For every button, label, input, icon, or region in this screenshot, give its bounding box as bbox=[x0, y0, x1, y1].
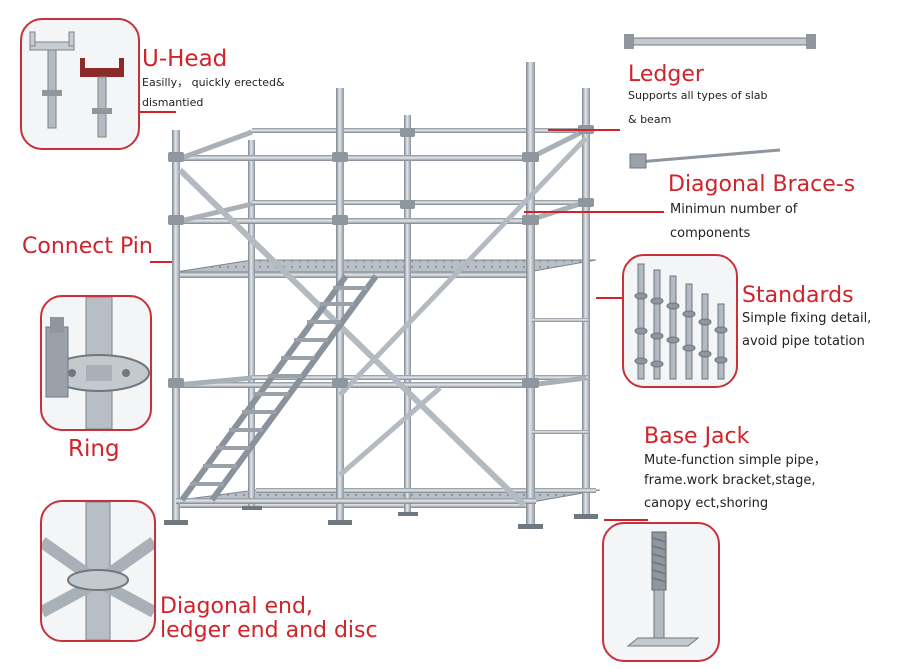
base-plates bbox=[164, 506, 598, 529]
standards-icon bbox=[634, 263, 728, 380]
diagonal-brace-desc-line-2: components bbox=[670, 226, 751, 241]
ring-icon bbox=[45, 297, 150, 429]
stair-treads bbox=[190, 286, 367, 486]
lower-platform-edge bbox=[180, 502, 532, 508]
standard-rear-3 bbox=[582, 88, 590, 518]
side-ledger-right-3 bbox=[529, 375, 587, 388]
disc-node-icon bbox=[42, 502, 154, 640]
standards-desc-line-2: avoid pipe totation bbox=[742, 334, 865, 349]
base-jack-icon bbox=[626, 531, 700, 647]
standards-desc-line-1: Simple fixing detail, bbox=[742, 311, 872, 326]
rear-ledger-2 bbox=[252, 200, 588, 205]
side-ledger-left-2 bbox=[175, 201, 253, 225]
standard-front-1 bbox=[172, 130, 180, 525]
base-jack-desc-line-1: Mute-function simple pipe， bbox=[644, 453, 827, 468]
front-ledger-1 bbox=[172, 155, 534, 161]
diagonal-end-title-line-1: Diagonal end, bbox=[160, 594, 313, 619]
diagonal-brace-upper bbox=[338, 136, 588, 397]
standard-front-3 bbox=[526, 62, 535, 527]
diagonal-end-title-line-2: ledger end and disc bbox=[160, 618, 378, 643]
diagonal-brace-front bbox=[177, 167, 527, 508]
guard-rail-1 bbox=[532, 318, 588, 322]
side-ledger-left-1 bbox=[175, 129, 253, 163]
disc-photo-frame bbox=[40, 500, 156, 642]
rear-ledger-4 bbox=[256, 488, 596, 493]
base-jack-photo-frame bbox=[602, 522, 720, 662]
guard-rail-2 bbox=[532, 430, 588, 434]
standards-title: Standards bbox=[742, 283, 854, 308]
u-head-title: U-Head bbox=[142, 46, 228, 72]
ledger-picture bbox=[624, 34, 816, 49]
leader-lines bbox=[136, 111, 664, 521]
ledger-desc-line-1: Supports all types of slab bbox=[628, 89, 768, 102]
u-head-desc-line-2: dismantied bbox=[142, 96, 204, 109]
standards-photo-frame bbox=[622, 254, 738, 388]
diagonal-brace-lower bbox=[338, 386, 442, 477]
base-jack-desc-line-3: canopy ect,shoring bbox=[644, 496, 769, 511]
ring-photo-frame bbox=[40, 295, 152, 431]
diagonal-brace-title: Diagonal Brace-s bbox=[668, 172, 856, 197]
rear-ledger-3 bbox=[252, 375, 588, 380]
side-ledger-left-3 bbox=[175, 375, 253, 388]
ledger-title: Ledger bbox=[628, 62, 704, 87]
rear-ledger-top bbox=[252, 128, 588, 133]
ledger-desc-line-2: & beam bbox=[628, 113, 672, 126]
side-ledger-right-1 bbox=[528, 127, 588, 161]
stair-stringer-left bbox=[179, 274, 349, 502]
upper-platform-edge bbox=[176, 272, 528, 278]
front-ledger-2 bbox=[172, 218, 534, 224]
base-jack-desc-line-2: frame.work bracket,stage, bbox=[644, 473, 816, 488]
u-head-desc-line-1: Easilly， quickly erected& bbox=[142, 76, 285, 89]
standard-rear-2 bbox=[404, 115, 411, 515]
connect-pin-title: Connect Pin bbox=[22, 234, 153, 259]
diagonal-brace-picture bbox=[629, 148, 781, 169]
front-ledger-4 bbox=[176, 498, 536, 504]
base-jack-title: Base Jack bbox=[644, 424, 750, 449]
stair-stringer-right bbox=[209, 274, 379, 502]
ring-title: Ring bbox=[68, 436, 120, 462]
diagonal-brace-desc-line-1: Minimun number of bbox=[670, 202, 798, 217]
u-head-icon bbox=[29, 31, 124, 138]
u-head-photo-frame bbox=[20, 18, 140, 150]
standard-rear-1 bbox=[248, 140, 255, 510]
